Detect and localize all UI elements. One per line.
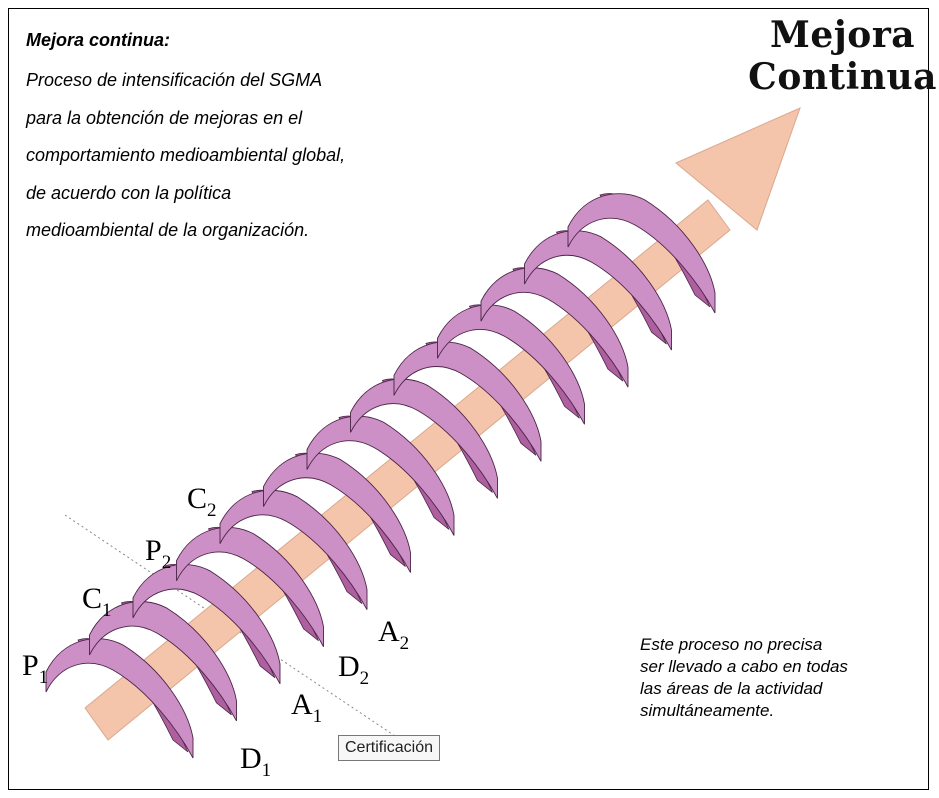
stage-label-c1: C1 bbox=[82, 582, 112, 621]
definition-line: medioambiental de la organización. bbox=[26, 212, 446, 250]
stage-label-a2: A2 bbox=[378, 615, 409, 654]
stage-label-p1: P1 bbox=[22, 649, 48, 688]
definition-line: para la obtención de mejoras en el bbox=[26, 100, 446, 138]
definition-line: comportamiento medioambiental global, bbox=[26, 137, 446, 175]
heading-line-1: Mejora bbox=[748, 14, 937, 56]
note-line: ser llevado a cabo en todas bbox=[640, 656, 880, 678]
stage-label-a1: A1 bbox=[291, 688, 322, 727]
stage-label-p2: P2 bbox=[145, 534, 171, 573]
definition-text: Proceso de intensificación del SGMA para… bbox=[26, 62, 446, 250]
note-line: Este proceso no precisa bbox=[640, 634, 880, 656]
note-text: Este proceso no precisa ser llevado a ca… bbox=[640, 634, 880, 722]
definition-line: de acuerdo con la política bbox=[26, 175, 446, 213]
stage-label-d1: D1 bbox=[240, 742, 271, 781]
diagram-heading: Mejora Continua bbox=[748, 14, 937, 98]
stage-label-c2: C2 bbox=[187, 482, 217, 521]
stage-label-d2: D2 bbox=[338, 650, 369, 689]
definition-title: Mejora continua: bbox=[26, 30, 170, 51]
definition-line: Proceso de intensificación del SGMA bbox=[26, 62, 446, 100]
note-line: las áreas de la actividad bbox=[640, 678, 880, 700]
heading-line-2: Continua bbox=[748, 56, 937, 98]
certification-label: Certificación bbox=[338, 735, 440, 761]
note-line: simultáneamente. bbox=[640, 700, 880, 722]
